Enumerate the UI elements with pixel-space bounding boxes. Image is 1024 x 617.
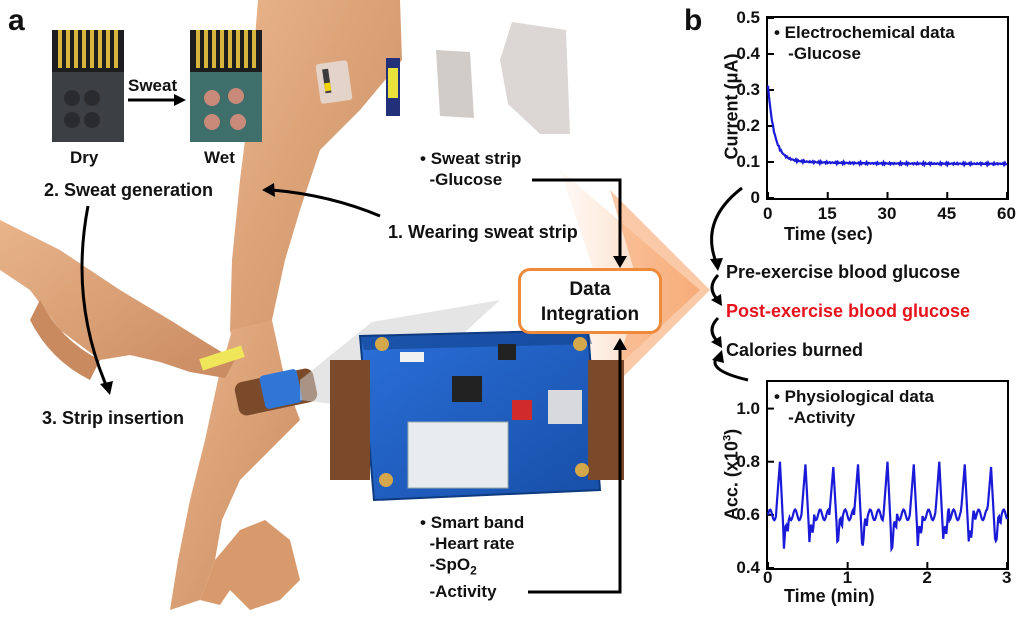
glucose-xtick-label-0: 0 xyxy=(763,204,773,223)
glucose-annotation-sub: -Glucose xyxy=(788,44,861,63)
arm-patch xyxy=(315,60,353,104)
activity-annotation-sub: -Activity xyxy=(788,408,856,427)
activity-xtick-label-0: 0 xyxy=(763,568,773,587)
sweat-strip-caption: • Sweat strip -Glucose xyxy=(420,148,521,190)
activity-y-label: Acc. (x103) xyxy=(722,415,743,535)
smart-band-item-activity: -Activity xyxy=(429,582,497,602)
panel-a-letter: a xyxy=(8,4,25,37)
panel-b-letter: b xyxy=(684,4,703,37)
glucose-ytick-label-3: 0.3 xyxy=(736,80,760,99)
glucose-chart xyxy=(766,17,1008,199)
data-integration-box: Data Integration xyxy=(518,268,662,334)
activity-ytick-label-0: 0.4 xyxy=(736,558,760,577)
strip-layer-patch xyxy=(436,50,474,118)
output-post-exercise: Post-exercise blood glucose xyxy=(726,301,971,321)
activity-ytick-label-2: 0.8 xyxy=(736,451,760,471)
activity-y-label-sup: 3 xyxy=(721,434,734,442)
activity-annotation-title: • Physiological data xyxy=(774,387,934,406)
step-2-label: 2. Sweat generation xyxy=(44,180,214,200)
glucose-annotation: • Electrochemical data -Glucose xyxy=(774,22,955,64)
bullet: • xyxy=(420,149,426,168)
sweat-label: Sweat xyxy=(128,76,178,95)
activity-ytick-label-1: 0.6 xyxy=(736,504,760,524)
hand xyxy=(200,520,300,610)
glucose-x-label: Time (sec) xyxy=(784,224,873,244)
dry-label: Dry xyxy=(70,148,99,167)
inserted-strip xyxy=(199,345,245,371)
step-1-label: 1. Wearing sweat strip xyxy=(388,222,578,242)
strip-layer-adhesive xyxy=(500,22,570,134)
data-integration-line-1: Data xyxy=(569,279,611,300)
glucose-plot-frame xyxy=(766,16,1009,200)
sweat-strip-item-glucose: -Glucose xyxy=(429,170,503,189)
activity-accel-line xyxy=(766,461,1009,553)
smart-band-item-heart-rate: -Heart rate xyxy=(429,534,515,553)
activity-annotation: • Physiological data -Activity xyxy=(774,386,934,428)
smart-band-board xyxy=(330,328,624,502)
smart-band-title: Smart band xyxy=(430,513,525,532)
activity-y-label-main: Acc. (x10 xyxy=(721,441,742,521)
step-3-label: 3. Strip insertion xyxy=(42,408,185,428)
glucose-ytick-label-4: 0.4 xyxy=(736,44,760,63)
glucose-ytick-label-2: 0.2 xyxy=(736,116,760,135)
activity-xtick-label-2: 2 xyxy=(922,568,932,587)
activity-xtick-label-3: 3 xyxy=(1002,568,1012,587)
glucose-ytick-label-5: 0.5 xyxy=(736,8,760,27)
helper-hand xyxy=(0,220,235,378)
activity-ytick-label-3: 1.0 xyxy=(736,398,760,418)
wet-label: Wet xyxy=(204,148,235,167)
wet-sensor-image xyxy=(190,30,262,142)
smart-band-caption: • Smart band -Heart rate -SpO2 -Activity xyxy=(420,512,524,602)
activity-x-label: Time (min) xyxy=(784,586,875,606)
glucose-ytick-label-1: 0.1 xyxy=(736,152,760,171)
glucose-xtick-label-1: 15 xyxy=(817,204,837,223)
data-integration-line-2: Integration xyxy=(540,304,640,325)
bullet: • xyxy=(420,513,426,532)
glucose-y-label: Current (μA) xyxy=(721,53,742,160)
glucose-xtick-label-2: 30 xyxy=(877,204,897,223)
glucose-current-line xyxy=(766,85,1008,168)
activity-chart xyxy=(766,407,1009,569)
spo2-subscript: 2 xyxy=(470,563,477,578)
output-pre-exercise: Pre-exercise blood glucose xyxy=(726,262,961,282)
upper-arm xyxy=(230,0,402,370)
dry-sensor-image xyxy=(52,30,124,142)
glucose-annotation-title: • Electrochemical data xyxy=(774,23,955,42)
activity-y-label-end: ) xyxy=(721,428,742,435)
activity-plot-frame xyxy=(766,380,1009,570)
activity-xtick-label-1: 1 xyxy=(842,568,853,587)
glucose-xtick-label-3: 45 xyxy=(937,204,957,223)
smart-band-item-spo2: -SpO xyxy=(429,555,471,574)
glucose-ytick-label-0: 0 xyxy=(750,188,760,207)
sweat-strip-title: Sweat strip xyxy=(430,149,522,168)
glucose-xtick-label-4: 60 xyxy=(997,204,1016,223)
output-calories: Calories burned xyxy=(726,340,864,360)
